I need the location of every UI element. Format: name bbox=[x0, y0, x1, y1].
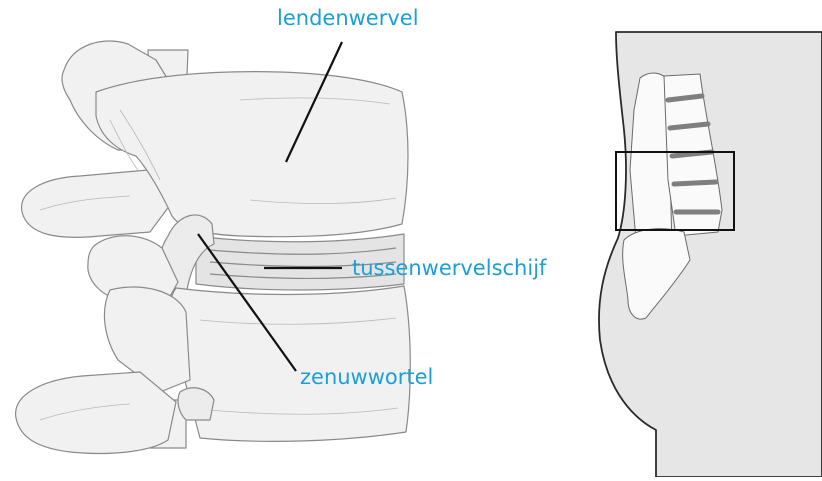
label-zenuwwortel: zenuwwortel bbox=[300, 365, 433, 389]
label-tussenwervelschijf: tussenwervelschijf bbox=[352, 256, 546, 280]
spine-disc bbox=[674, 182, 716, 184]
body-profile bbox=[599, 32, 822, 477]
lower-nerve-root-shape bbox=[178, 388, 214, 420]
vertebrae-sketch bbox=[16, 41, 411, 453]
label-lendenwervel: lendenwervel bbox=[277, 6, 419, 30]
lower-spinous-process bbox=[16, 372, 176, 454]
upper-spinous-process bbox=[22, 170, 170, 237]
